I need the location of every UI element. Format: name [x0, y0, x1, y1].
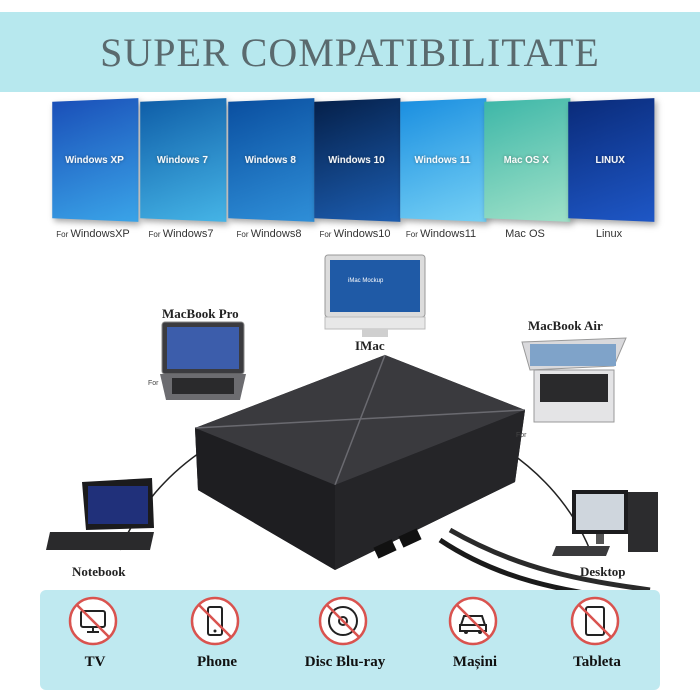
os-logo-text: Windows 7 [156, 154, 208, 166]
desktop-label: Desktop [580, 564, 626, 579]
os-caption: For Windows8 [224, 228, 314, 240]
not-supported-item: TV [40, 590, 150, 690]
os-caption-prefix: For [148, 230, 163, 239]
not-supported-label: Tableta [573, 654, 621, 670]
not-supported-item: Tableta [542, 590, 652, 690]
not-supported-label: Mașini [452, 654, 498, 670]
os-caption-name: Mac OS [505, 228, 545, 240]
os-caption-name: Windows11 [420, 228, 477, 240]
os-caption-name: Windows10 [333, 228, 391, 240]
optical-drive-illustration [194, 354, 651, 603]
phone-crossed-icon [189, 595, 241, 647]
tablet-crossed-icon [569, 595, 621, 647]
os-tile-linux: LINUX [568, 98, 655, 222]
os-caption-prefix: For [405, 230, 421, 239]
os-caption-name: Windows8 [250, 228, 302, 240]
os-compatibility-row: Windows XP For WindowsXP Windows 7 For Wind… [48, 98, 655, 250]
macbook-pro-label: MacBook Pro [162, 306, 239, 321]
for-label-right: For [516, 432, 527, 439]
not-supported-item: Mașini [420, 590, 530, 690]
macbook-air-label: MacBook Air [528, 318, 603, 333]
os-caption-name: WindowsXP [70, 228, 130, 240]
not-supported-label: TV [84, 654, 106, 670]
tv-crossed-icon [67, 595, 119, 647]
os-tile-mac-os: Mac OS X [484, 98, 571, 222]
notebook-illustration [46, 478, 154, 550]
macbook-pro-illustration [160, 321, 246, 400]
os-logo-text: Windows 11 [414, 154, 471, 166]
desktop-illustration [552, 490, 658, 556]
os-caption-prefix: For [56, 230, 71, 239]
os-tile-windows10: Windows 10 [314, 98, 401, 222]
os-logo-text: Mac OS X [503, 154, 549, 166]
os-caption: For Windows10 [310, 228, 400, 240]
not-supported-item: Disc Blu-ray [290, 590, 400, 690]
imac-label: IMac [355, 338, 385, 353]
header-banner: SUPER COMPATIBILITATE [0, 12, 700, 92]
os-tile-windowsxp: Windows XP [52, 98, 139, 222]
os-caption-name: Linux [595, 228, 623, 240]
os-tile-windows8: Windows 8 [228, 98, 315, 222]
not-supported-item: Phone [162, 590, 272, 690]
car-crossed-icon [447, 595, 499, 647]
page-title: SUPER COMPATIBILITATE [100, 29, 600, 75]
os-caption-prefix: For [319, 230, 334, 239]
os-logo-text: Windows XP [65, 154, 124, 166]
notebook-label: Notebook [72, 564, 126, 579]
os-logo-text: LINUX [595, 154, 625, 166]
for-label-left: For [148, 380, 159, 387]
os-logo-text: Windows 8 [244, 154, 296, 166]
os-tile-windows7: Windows 7 [140, 98, 227, 222]
diagram-illustration [46, 254, 658, 603]
os-logo-text: Windows 10 [328, 154, 385, 166]
device-diagram: IMac MacBook Pro MacBook Air Notebook De… [0, 250, 700, 603]
not-supported-label: Phone [196, 654, 237, 670]
os-caption-name: Windows7 [162, 228, 214, 240]
os-caption-prefix: For [236, 230, 251, 239]
disc-crossed-icon [317, 595, 369, 647]
imac-illustration [324, 254, 426, 337]
os-caption: For WindowsXP [48, 228, 138, 240]
os-caption: Mac OS [480, 228, 570, 240]
os-caption: For Windows7 [136, 228, 226, 240]
os-caption: For Windows11 [396, 228, 486, 240]
os-tile-windows11: Windows 11 [400, 98, 487, 222]
not-supported-bar: TV Phone Disc Blu-ray Mașini Tableta [40, 590, 660, 690]
imac-screen-text: iMac Mockup [348, 278, 384, 284]
os-caption: Linux [564, 228, 654, 240]
not-supported-label: Disc Blu-ray [304, 654, 386, 670]
macbook-air-illustration [521, 337, 627, 423]
